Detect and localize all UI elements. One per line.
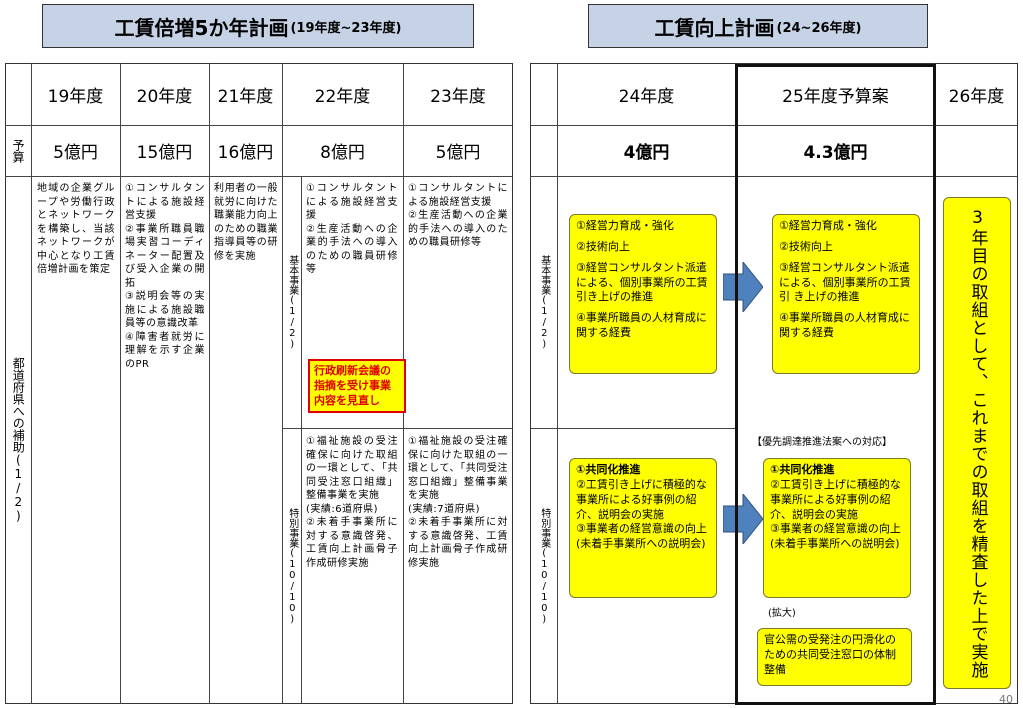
right-title: 工賃向上計画 (24~26年度) xyxy=(588,4,928,48)
col22-kihon-1: ①コンサルタントによる施設経営支援 xyxy=(306,183,398,221)
col23-toku-2: (実績:7道府県) xyxy=(408,503,481,515)
review-notice: 行政刷新会議の指摘を受け事業内容を見直し xyxy=(308,359,406,413)
col22-toku: ①福祉施設の受注確保に向けた取組の一環として、「共同受注窓口組織」整備事業を実施… xyxy=(306,435,398,570)
col20-item-4: ④障害者就労に理解を示す企業のPR xyxy=(125,331,205,370)
header-26: 26年度 xyxy=(948,86,1005,107)
right-title-main: 工賃向上計画 xyxy=(654,15,775,40)
left-title-sub: (19年度~23年度) xyxy=(290,20,402,36)
prefecture-label: 都道府県への補助(1/2) xyxy=(11,357,26,523)
y25-kihon-4: ④事業所職員の人材育成に関する経費 xyxy=(779,311,910,340)
budget-20: 15億円 xyxy=(136,143,193,163)
header-22: 22年度 xyxy=(314,86,371,107)
y25-highlight-frame xyxy=(735,64,936,705)
left-title: 工賃倍増5か年計画 (19年度~23年度) xyxy=(42,4,474,48)
header-23: 23年度 xyxy=(430,86,486,107)
col21-text: 利用者の一般就労に向けた職業能力向上のための職業指導員等の研修を実施 xyxy=(214,183,278,262)
y25-toku-2: ②工賃引き上げに積極的な事業所による好事例の紹介、説明会の実施 xyxy=(770,477,901,521)
col23-kihon: ①コンサルタントによる施設経営支援 ②生産活動への企業的手法への導入のための職員… xyxy=(408,182,508,250)
y24-kihon-1: ①経営力育成・強化 xyxy=(576,219,674,232)
budget-23: 5億円 xyxy=(435,143,481,163)
y24-toku-box: ①共同化推進 ②工賃引き上げに積極的な事業所による好事例の紹介、説明会の実施 ③… xyxy=(569,458,717,598)
col20-list: ①コンサルタントによる施設経営支援 ②事業所職員職場実習コーディネーター配置及び… xyxy=(125,182,205,371)
col20-item-1: ①コンサルタントによる施設経営支援 xyxy=(125,183,205,221)
kihon-label-left: 基本事業(1/2) xyxy=(286,254,298,350)
col22-kihon-2: ②生産活動への企業的手法への導入のための職員研修等 xyxy=(306,223,398,276)
y25-kihon-2: ②技術向上 xyxy=(779,239,833,253)
col20-item-3: ③説明会等の実施による施設職員等の意識改革 xyxy=(125,291,205,329)
col20-item-2: ②事業所職員職場実習コーディネーター配置及び受入企業の開拓 xyxy=(125,223,205,289)
y25-kihon-3: ③経営コンサルタント派遣による、個別事業所の工賃引 き上げの推進 xyxy=(779,260,911,304)
y25-toku-box: ①共同化推進 ②工賃引き上げに積極的な事業所による好事例の紹介、説明会の実施 ③… xyxy=(763,458,911,598)
col19-text: 地域の企業グループや労働行政とネットワークを構築し、当該ネットワークが中心となり… xyxy=(37,183,115,275)
right-arrow-icon xyxy=(723,494,763,544)
right-arrow-icon xyxy=(723,262,763,312)
col22-toku-2: (実績:6道府県) xyxy=(306,503,379,515)
header-21: 21年度 xyxy=(217,86,274,107)
right-title-sub: (24~26年度) xyxy=(776,20,862,36)
left-table xyxy=(5,63,513,704)
y24-kihon-box: ①経営力育成・強化 ②技術向上 ③経営コンサルタント派遣による、個別事業所の工賃… xyxy=(569,214,717,374)
y25-extra-box: 官公需の受発注の円滑化のための共同受注窓口の体制整備 xyxy=(757,628,912,686)
header-25: 25年度予算案 xyxy=(782,86,889,107)
y25-kihon-box: ①経営力育成・強化 ②技術向上 ③経営コンサルタント派遣による、個別事業所の工賃… xyxy=(772,214,920,374)
budget-25: 4.3億円 xyxy=(803,143,868,163)
budget-label: 予算 xyxy=(11,138,25,163)
y24-kihon-3: ③経営コンサルタント派遣による、個別事業所の工賃引き上げの推進 xyxy=(576,260,708,304)
left-title-main: 工賃倍増5か年計画 xyxy=(114,15,289,40)
y24-toku-3: ③事業者の経営意識の向上(未着手事業所への説明会) xyxy=(576,522,707,551)
col23-toku: ①福祉施設の受注確保に向けた取組の一環として、「共同受注窓口組織」整備事業を実施… xyxy=(408,435,508,570)
page-number: 40 xyxy=(999,693,1013,706)
tokubetsu-label-left: 特別事業(10/10) xyxy=(286,507,298,625)
y24-kihon-2: ②技術向上 xyxy=(576,239,630,253)
y26-plan: 3年目の取組として、これまでの取組を精査した上で実施 xyxy=(943,197,1011,689)
budget-24: 4億円 xyxy=(623,143,670,163)
col23-kihon-1: ①コンサルタントによる施設経営支援 xyxy=(408,183,508,208)
col22-toku-1: ①福祉施設の受注確保に向けた取組の一環として、「共同受注窓口組織」整備事業を実施 xyxy=(306,436,398,501)
y24-kihon-4: ④事業所職員の人材育成に関する経費 xyxy=(576,311,707,340)
y25-note: 【優先調達推進法案への対応】 xyxy=(752,437,892,448)
col23-toku-3: ②未着手事業所に対する意識啓発、工賃向上計画骨子作成研修実施 xyxy=(408,517,508,569)
header-20: 20年度 xyxy=(136,86,193,107)
y25-toku-3: ③事業者の経営意識の向上(未着手事業所への説明会) xyxy=(770,522,901,551)
col23-kihon-2: ②生産活動への企業的手法への導入のための職員研修等 xyxy=(408,210,508,248)
y25-toku-1: ①共同化推進 xyxy=(770,463,835,476)
kihon-label-right: 基本事業(1/2) xyxy=(538,254,550,350)
budget-19: 5億円 xyxy=(53,143,98,163)
y24-toku-2: ②工賃引き上げに積極的な事業所による好事例の紹介、説明会の実施 xyxy=(576,477,707,521)
header-19: 19年度 xyxy=(47,86,104,107)
budget-22: 8億円 xyxy=(320,143,365,163)
tokubetsu-label-right: 特別事業(10/10) xyxy=(538,507,550,625)
budget-21: 16億円 xyxy=(217,143,274,163)
header-24: 24年度 xyxy=(618,86,675,107)
col22-kihon: ①コンサルタントによる施設経営支援 ②生産活動への企業的手法への導入のための職員… xyxy=(306,182,398,277)
y24-toku-1: ①共同化推進 xyxy=(576,463,641,476)
col22-toku-3: ②未着手事業所に対する意識啓発、工賃向上計画骨子作成研修実施 xyxy=(306,517,398,569)
y25-kihon-1: ①経営力育成・強化 xyxy=(779,219,877,232)
y25-expand: (拡大) xyxy=(768,608,796,619)
col23-toku-1: ①福祉施設の受注確保に向けた取組の一環として、「共同受注窓口組織」整備事業を実施 xyxy=(408,436,508,501)
